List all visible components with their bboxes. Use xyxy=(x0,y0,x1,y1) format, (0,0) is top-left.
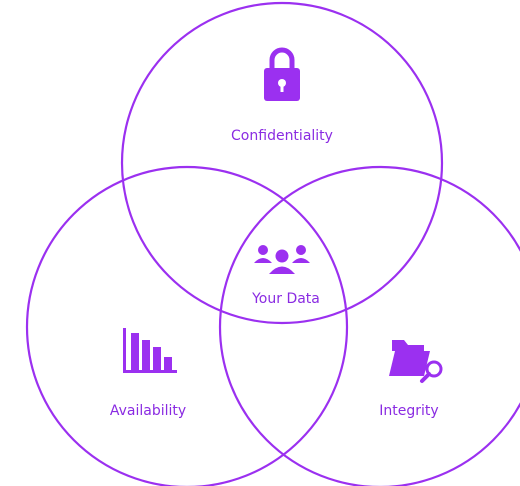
availability-label: Availability xyxy=(110,403,186,419)
integrity-label: Integrity xyxy=(379,403,438,419)
integrity-circle xyxy=(218,165,520,486)
confidentiality-circle xyxy=(120,1,444,325)
availability-circle xyxy=(25,165,349,486)
bar-chart-icon xyxy=(123,328,177,373)
folder-search-icon xyxy=(389,340,443,383)
lock-icon xyxy=(264,47,300,101)
confidentiality-label: Confidentiality xyxy=(231,128,333,144)
your-data-label: Your Data xyxy=(251,291,320,307)
users-group-icon xyxy=(254,245,310,274)
